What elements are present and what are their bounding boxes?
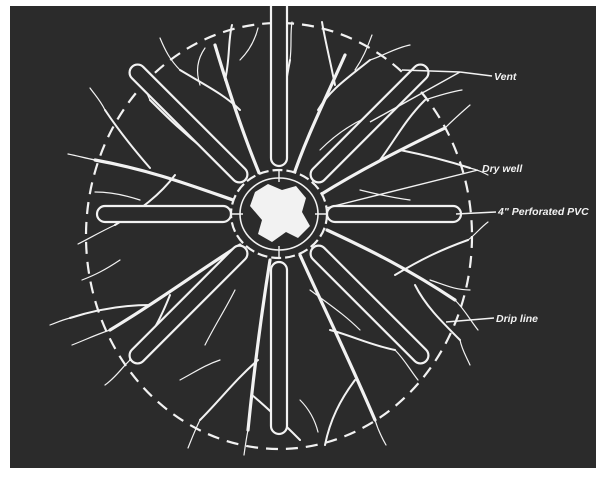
vent-pipe	[307, 242, 431, 366]
dry-well	[231, 170, 327, 258]
vent-pipe	[97, 206, 231, 222]
dry-well-label: Dry well	[482, 163, 523, 175]
perforated-pvc-label: 4" Perforated PVC	[497, 206, 589, 218]
drip-line-label: Drip line	[496, 313, 538, 325]
vent-pipe	[271, 6, 287, 166]
vent-label: Vent	[494, 71, 517, 83]
tree-root-diagram: Vent Dry well 4" Perforated PVC Drip lin…	[10, 6, 596, 468]
vent-pipe	[126, 61, 250, 185]
diagram-frame: Vent Dry well 4" Perforated PVC Drip lin…	[10, 6, 596, 468]
perforated-pvc-pipe	[327, 206, 461, 222]
vent-pipe	[271, 262, 287, 434]
